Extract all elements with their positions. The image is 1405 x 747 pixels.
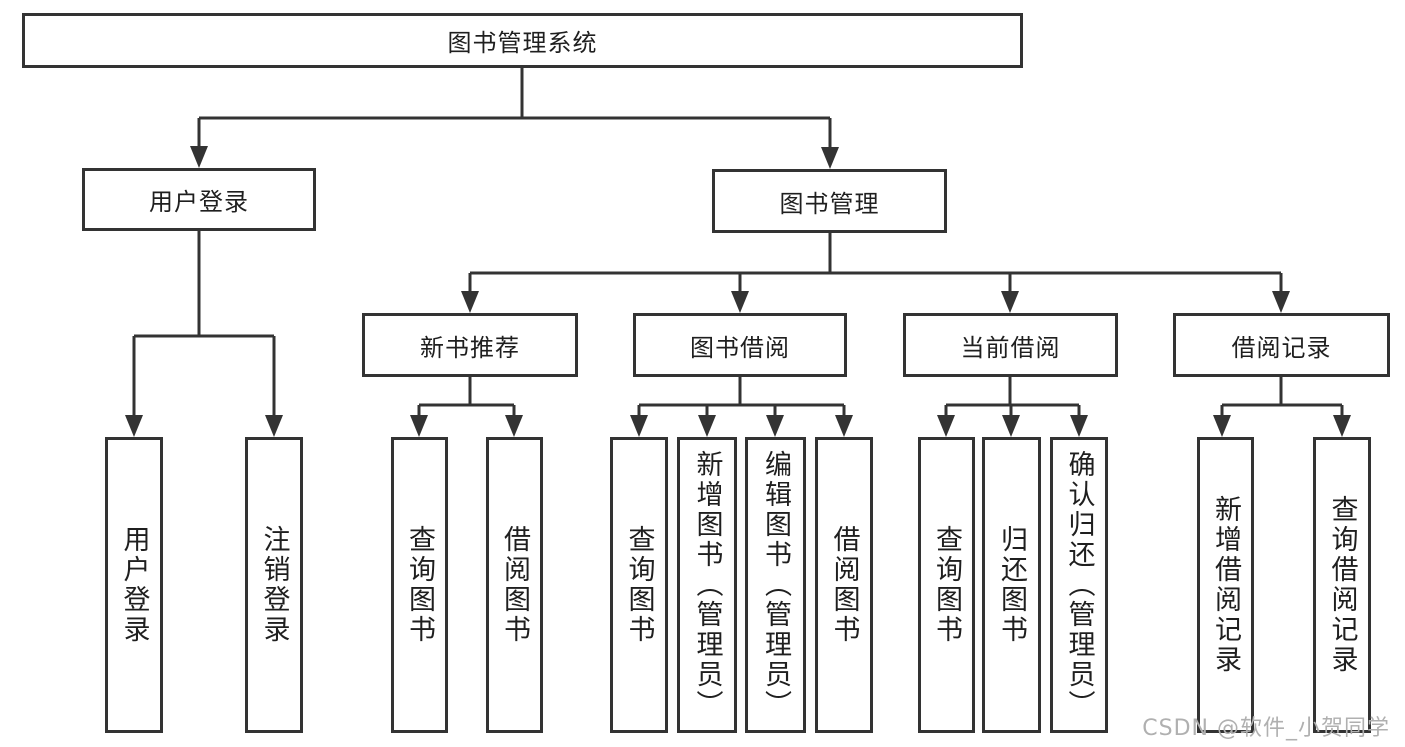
node-current-borrowing: 当前借阅: [903, 313, 1118, 377]
node-return-books: 归还图书: [982, 437, 1041, 733]
arrowhead-icon: [766, 415, 784, 437]
arrowhead-icon: [821, 147, 839, 169]
node-label: 确认归还（管理员）: [1063, 450, 1095, 720]
watermark: CSDN @软件_小贺同学: [1142, 716, 1390, 741]
node-label: 借阅记录: [1231, 333, 1332, 362]
node-label: 查询图书: [404, 525, 435, 645]
node-borrow-books-borrow: 借阅图书: [815, 437, 873, 733]
arrowhead-icon: [1272, 291, 1290, 313]
node-borrow-books-new: 借阅图书: [486, 437, 543, 733]
node-label: 查询图书: [623, 525, 655, 645]
node-confirm-return-admin: 确认归还（管理员）: [1050, 437, 1108, 733]
arrowhead-icon: [265, 415, 283, 437]
node-query-books-new: 查询图书: [391, 437, 448, 733]
node-book-borrowing: 图书借阅: [633, 313, 847, 377]
node-edit-book-admin: 编辑图书（管理员）: [745, 437, 806, 733]
node-query-books-borrow: 查询图书: [610, 437, 668, 733]
arrowhead-icon: [125, 415, 143, 437]
node-new-books: 新书推荐: [362, 313, 578, 377]
arrowhead-icon: [698, 415, 716, 437]
node-label: 用户登录: [149, 188, 249, 216]
node-add-borrow-record: 新增借阅记录: [1197, 437, 1254, 733]
node-label: 图书管理: [779, 189, 880, 218]
node-label: 新书推荐: [420, 333, 520, 362]
arrowhead-icon: [461, 291, 479, 313]
node-label: 新增图书（管理员）: [691, 450, 723, 720]
node-label: 当前借阅: [960, 333, 1061, 362]
arrowhead-icon: [630, 415, 648, 437]
arrowhead-icon: [1213, 415, 1231, 437]
node-logout-action: 注销登录: [245, 437, 303, 733]
node-add-book-admin: 新增图书（管理员）: [677, 437, 737, 733]
arrowhead-icon: [410, 415, 428, 437]
node-borrowing-records: 借阅记录: [1173, 313, 1390, 377]
node-label: 图书管理系统: [447, 29, 598, 57]
node-label: 编辑图书（管理员）: [760, 450, 791, 720]
node-label: 图书借阅: [690, 333, 790, 362]
node-label: 查询图书: [931, 525, 962, 645]
node-label: 注销登录: [258, 525, 290, 645]
node-label: 用户登录: [118, 525, 150, 645]
node-label: 借阅图书: [499, 525, 530, 645]
arrowhead-icon: [505, 415, 523, 437]
node-user-login: 用户登录: [82, 168, 316, 231]
node-user-login-action: 用户登录: [105, 437, 163, 733]
node-label: 归还图书: [996, 525, 1027, 645]
node-label: 查询借阅记录: [1326, 495, 1358, 675]
arrowhead-icon: [731, 291, 749, 313]
arrowhead-icon: [1333, 415, 1351, 437]
node-label: 新增借阅记录: [1210, 495, 1241, 675]
arrowhead-icon: [1070, 415, 1088, 437]
node-root: 图书管理系统: [22, 13, 1023, 68]
node-query-books-current: 查询图书: [918, 437, 975, 733]
node-book-management: 图书管理: [712, 169, 947, 233]
node-query-borrow-record: 查询借阅记录: [1313, 437, 1371, 733]
arrowhead-icon: [835, 415, 853, 437]
arrowhead-icon: [1002, 415, 1020, 437]
arrowhead-icon: [190, 146, 208, 168]
arrowhead-icon: [1001, 291, 1019, 313]
node-label: 借阅图书: [828, 525, 860, 645]
arrowhead-icon: [937, 415, 955, 437]
